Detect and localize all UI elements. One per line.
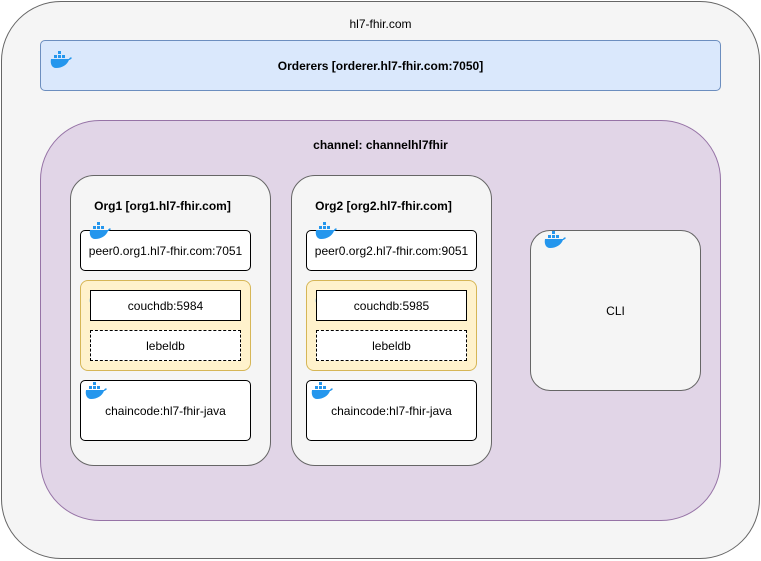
org2-peer-label: peer0.org2.hl7-fhir.com:9051 bbox=[314, 243, 469, 258]
org1-couchdb-label: couchdb:5984 bbox=[127, 298, 204, 313]
org1-leveldb-label: lebeldb bbox=[146, 338, 185, 353]
cli-box: CLI bbox=[530, 230, 701, 391]
cli-label: CLI bbox=[606, 303, 625, 318]
org1-chaincode-box: chaincode:hl7-fhir-java bbox=[80, 380, 251, 441]
org2-peer-box: peer0.org2.hl7-fhir.com:9051 bbox=[306, 222, 477, 271]
orderers-label: Orderers [orderer.hl7-fhir.com:7050] bbox=[277, 58, 484, 73]
org2-couchdb-box: couchdb:5985 bbox=[316, 290, 467, 321]
org1-peer-label: peer0.org1.hl7-fhir.com:7051 bbox=[88, 243, 243, 258]
org2-couchdb-label: couchdb:5985 bbox=[353, 298, 430, 313]
org1-leveldb-box: lebeldb bbox=[90, 330, 241, 361]
org2-chaincode-label: chaincode:hl7-fhir-java bbox=[331, 403, 452, 418]
docker-whale-icon bbox=[85, 382, 107, 399]
org1-chaincode-label: chaincode:hl7-fhir-java bbox=[105, 403, 226, 418]
org1-couchdb-box: couchdb:5984 bbox=[90, 290, 241, 321]
domain-title: hl7-fhir.com bbox=[349, 17, 412, 31]
docker-whale-icon bbox=[89, 222, 111, 239]
docker-whale-icon bbox=[544, 231, 566, 248]
org2-title: Org2 [org2.hl7-fhir.com] bbox=[315, 199, 452, 213]
org1-title: Org1 [org1.hl7-fhir.com] bbox=[94, 199, 231, 213]
org2-leveldb-box: lebeldb bbox=[316, 330, 467, 361]
docker-whale-icon bbox=[315, 222, 337, 239]
docker-whale-icon bbox=[311, 382, 333, 399]
orderers-box: Orderers [orderer.hl7-fhir.com:7050] bbox=[40, 40, 721, 91]
org1-peer-box: peer0.org1.hl7-fhir.com:7051 bbox=[80, 222, 251, 271]
org2-leveldb-label: lebeldb bbox=[372, 338, 411, 353]
channel-title: channel: channelhl7fhir bbox=[313, 138, 448, 152]
org2-chaincode-box: chaincode:hl7-fhir-java bbox=[306, 380, 477, 441]
docker-whale-icon bbox=[50, 51, 72, 68]
